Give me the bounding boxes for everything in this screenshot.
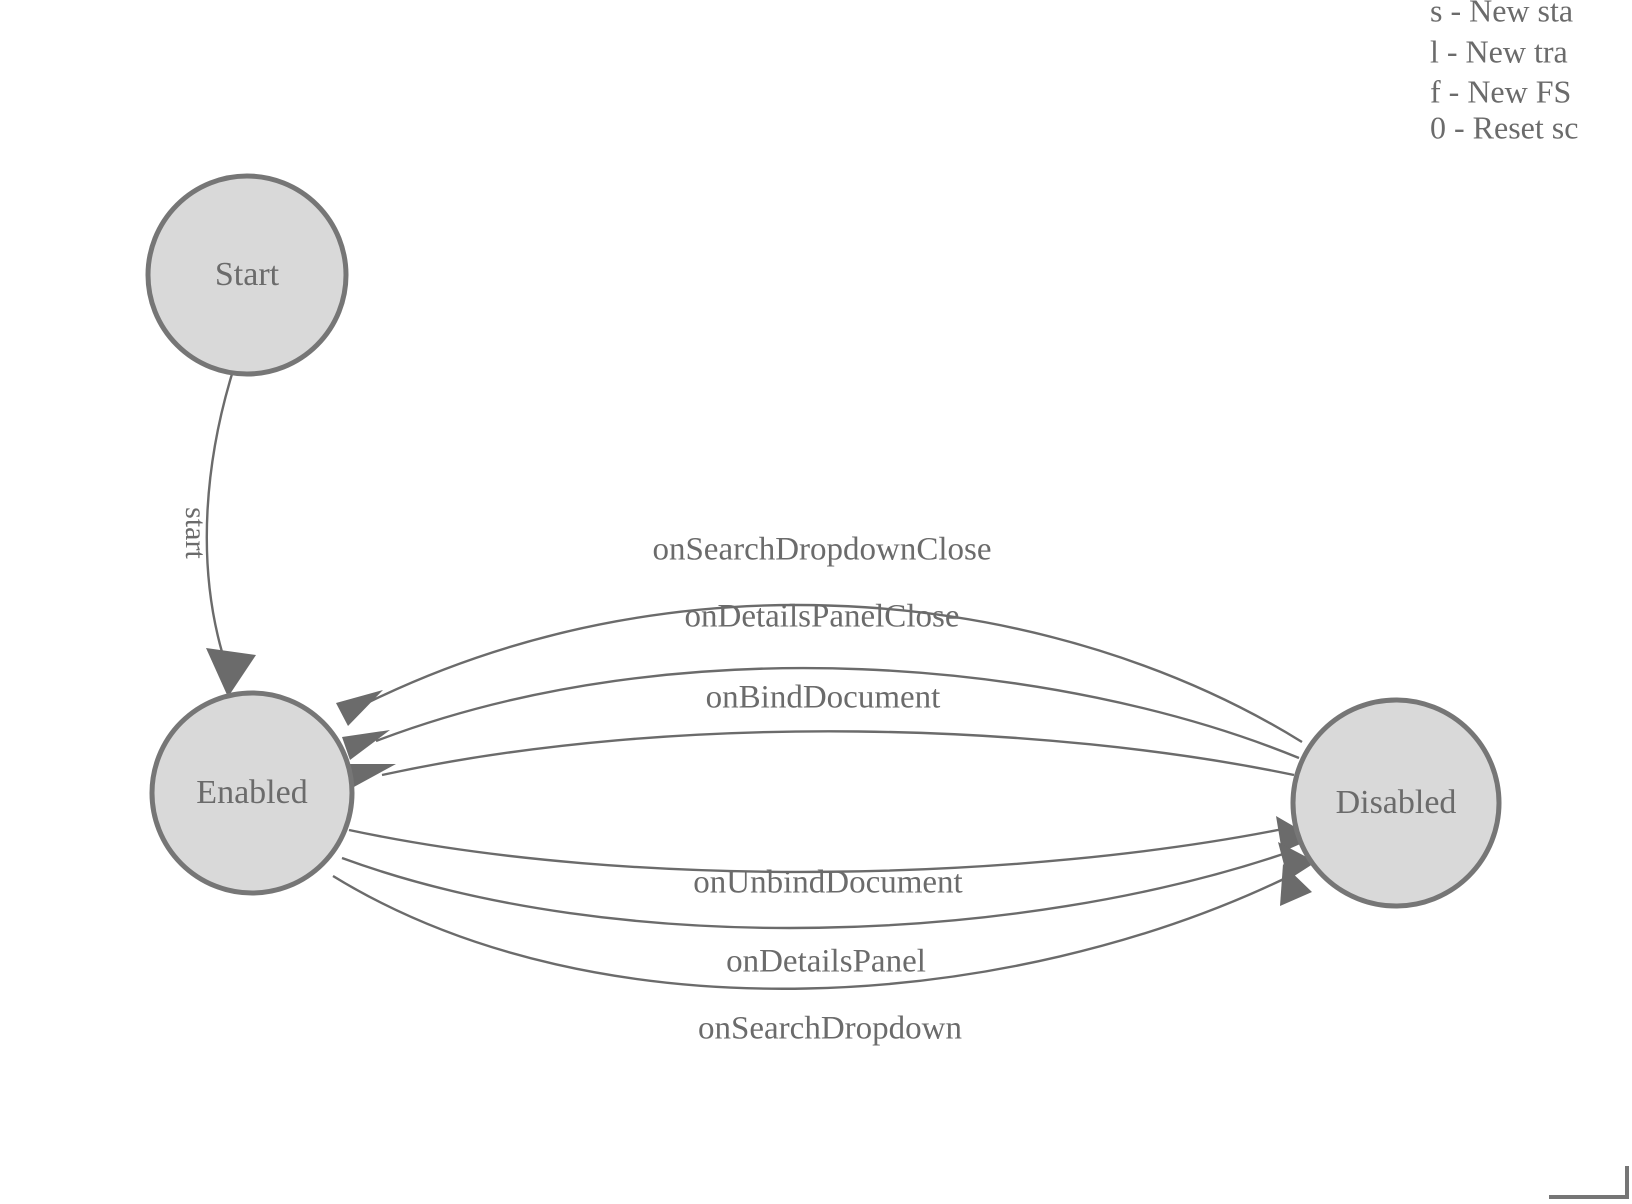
edge-start[interactable] (205, 373, 256, 697)
edge-unbind-document-path (348, 826, 1289, 874)
edge-label-details-panel: onDetailsPanel (726, 944, 926, 980)
node-disabled[interactable]: Disabled (1290, 697, 1502, 909)
edge-bind-document-path (381, 730, 1295, 777)
panel-corner-rule (1549, 1166, 1629, 1199)
edge-details-panel-close[interactable] (342, 666, 1300, 760)
edge-search-dropdown-arrowhead (1280, 864, 1312, 906)
node-enabled-circle (149, 690, 355, 896)
node-start-label: Start (215, 256, 280, 293)
edge-unbind-document[interactable] (348, 816, 1314, 874)
node-enabled-label: Enabled (196, 774, 307, 811)
edge-search-dropdown-path (332, 874, 1291, 990)
edge-details-panel-path (341, 850, 1290, 930)
legend-item-reset-scale: 0 - Reset sc (1430, 109, 1578, 145)
legend-item-new-transition: l - New tra (1430, 33, 1568, 69)
edge-label-search-dropdown-close: onSearchDropdownClose (652, 532, 991, 568)
edge-label-details-panel-close: onDetailsPanelClose (685, 599, 960, 635)
edge-label-search-dropdown: onSearchDropdown (698, 1011, 962, 1047)
node-enabled[interactable]: Enabled (149, 690, 355, 896)
edge-start-path (205, 373, 234, 653)
edge-label-bind-document: onBindDocument (706, 680, 941, 716)
edge-unbind-document-arrowhead (1276, 816, 1314, 852)
edge-bind-document-arrowhead (348, 764, 396, 788)
edge-label-start: start (179, 507, 212, 559)
edge-bind-document[interactable] (348, 730, 1295, 788)
edge-search-dropdown[interactable] (332, 864, 1312, 990)
node-start-circle (145, 173, 349, 377)
edge-search-dropdown-close-arrowhead (336, 690, 383, 726)
edge-search-dropdown-close-path (368, 603, 1303, 744)
edge-start-arrowhead (206, 648, 256, 697)
node-start[interactable]: Start (145, 173, 349, 377)
node-disabled-label: Disabled (1336, 784, 1457, 821)
edge-details-panel-close-path (375, 666, 1300, 760)
legend-item-new-fsm: f - New FS (1430, 73, 1571, 109)
node-disabled-circle (1290, 697, 1502, 909)
edge-details-panel-close-arrowhead (342, 730, 390, 760)
shortcut-legend: s - New sta l - New tra f - New FS 0 - R… (1430, 0, 1578, 145)
edge-search-dropdown-close[interactable] (336, 603, 1303, 744)
legend-item-new-state: s - New sta (1430, 0, 1573, 28)
edge-label-unbind-document: onUnbindDocument (693, 865, 962, 901)
